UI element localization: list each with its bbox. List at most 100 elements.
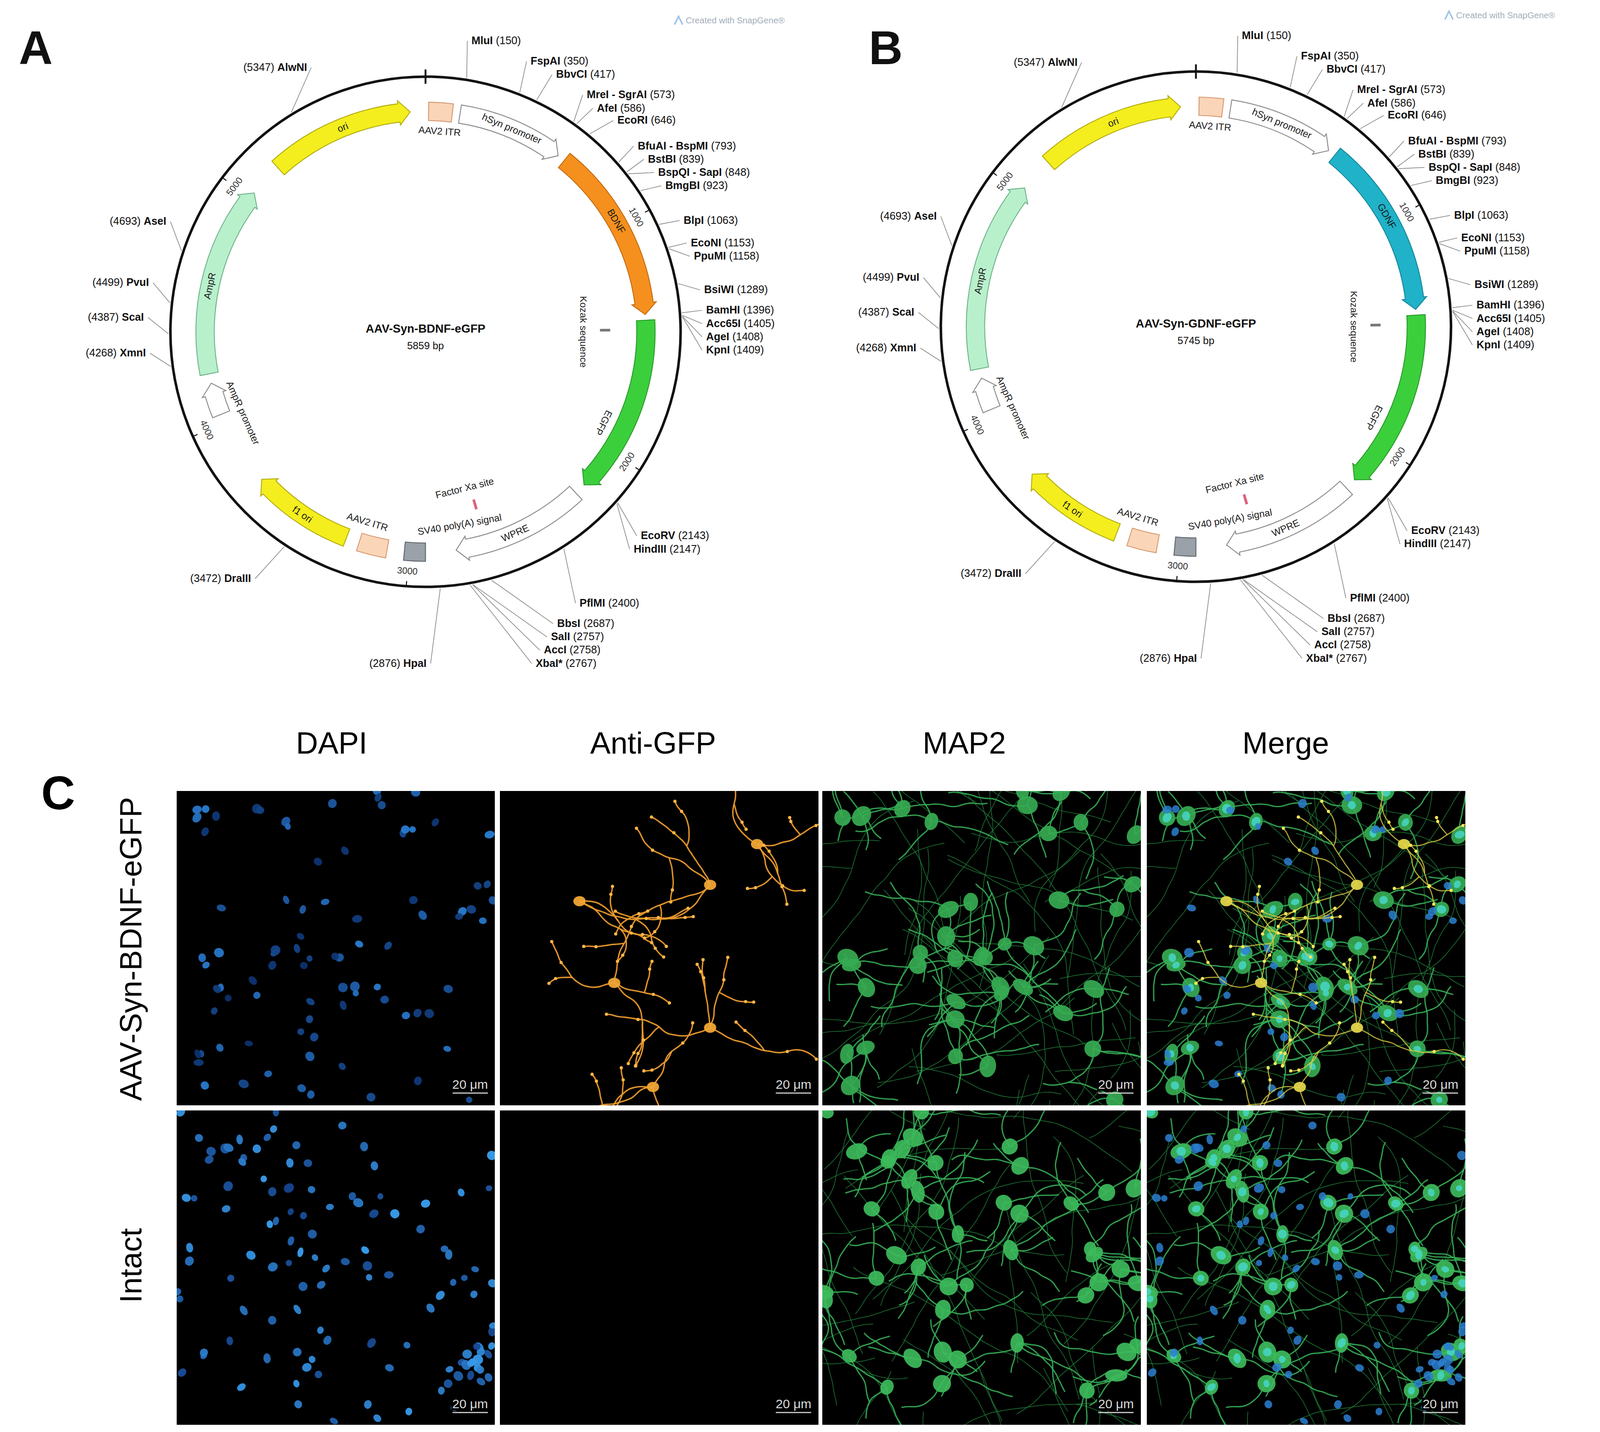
neuron-soma [1060,1193,1082,1214]
enzyme-name: Acc65I [1476,313,1511,324]
neuron-soma [899,1344,926,1372]
nucleus [1254,822,1262,831]
neuron-soma [1215,796,1239,821]
leader-line [1237,35,1239,73]
enzyme-name: AfeI [596,102,618,114]
gfp-punctum [669,900,673,904]
dendrite [1333,970,1388,1014]
leader-line [1387,498,1400,544]
site-position: (150) [1266,30,1292,41]
nucleus [451,1368,466,1383]
neurite [1425,853,1466,1028]
site-position: (1408) [1502,326,1534,337]
row-label: AAV-Syn-BDNF-eGFP [115,797,146,1101]
gfp-process [1257,886,1265,921]
nucleus [193,1058,204,1066]
restriction-site-label: BlpI(1063) [683,214,739,226]
leader-line [1439,237,1458,243]
gfp-punctum [1314,1001,1318,1005]
dendrite [1335,1250,1385,1292]
nucleus [255,805,265,815]
nucleus [250,1142,263,1155]
enzyme-name: PvuI [126,277,149,288]
neuron-soma [1216,1137,1238,1161]
nucleus [1237,1186,1248,1197]
gfp-punctum [621,1077,625,1082]
site-position: (848) [1495,161,1521,173]
nucleus [199,826,211,838]
site-position: (2757) [1343,626,1375,637]
site-position: (1289) [1507,279,1539,291]
feature-arrow [972,378,1000,413]
neurite [1238,900,1414,1047]
nucleus [1329,1244,1341,1256]
gfp-soma [750,838,764,850]
nucleus [482,1348,494,1360]
neurite [855,1117,959,1314]
neurite [1146,842,1269,1011]
gfp-punctum [1319,830,1323,835]
map2-somata [1146,1110,1466,1401]
nucleus [1317,1190,1328,1202]
neuron-soma [1072,812,1090,832]
scale-bar-label: 20 μm [451,1077,489,1091]
gfp-process [1196,977,1220,984]
leader-line [466,40,468,78]
gfp-punctum [1295,967,1299,971]
nucleus [236,1156,248,1168]
gfp-punctum [683,915,687,920]
nucleus [1256,1235,1266,1247]
neuron-soma [943,990,969,1013]
neurite [1371,1100,1396,1106]
dendrite [1417,967,1434,1049]
watermark: Created with SnapGene® [1456,11,1555,20]
gfp-punctum [1292,909,1297,913]
restriction-site-label: PflMI(2400) [1349,592,1410,604]
leader-line [682,316,703,350]
site-position: (646) [650,115,676,126]
nucleus [470,1264,480,1273]
nucleus [1370,824,1381,835]
nucleus [1256,1207,1266,1217]
nucleus [1295,1202,1305,1211]
gfp-punctum [1291,916,1296,920]
nucleus [1237,1314,1248,1325]
neuron-soma [1050,1001,1076,1025]
gfp-process [1315,916,1341,919]
gfp-punctum [1266,1066,1270,1070]
neuron-soma [970,944,991,968]
neuron-soma [912,1110,931,1121]
feature-arrow [1329,148,1427,310]
nucleus [1286,1325,1296,1335]
enzyme-name: MreI - SgrAI [1357,84,1418,96]
plasmid-backbone [170,76,681,587]
neuron-soma [1077,1380,1097,1400]
site-position: (586) [620,102,646,114]
gfp-process [710,1027,817,1059]
scale-tick [222,177,227,181]
map2-dendrites [1146,1110,1466,1425]
dendrite [1094,908,1118,960]
neuron-soma [1419,1180,1444,1205]
gfp-punctum [640,932,645,937]
scale-bar-label: 20 μm [1421,1077,1459,1091]
restriction-site-label: FspAI(350) [530,56,589,67]
micrograph-image [822,1110,1141,1425]
nucleus [448,1277,458,1287]
nucleus [347,1190,358,1202]
restriction-site-label: AccI(2758) [1314,639,1371,651]
gfp-punctum [1273,1061,1278,1066]
leader-line [616,503,630,549]
tick-label: 1000 [1397,200,1416,224]
gfp-punctum [673,799,677,803]
nucleus [1278,1229,1288,1239]
nucleus [454,912,464,920]
neuron-soma [838,1042,856,1066]
gfp-punctum [590,1072,594,1076]
nucleus [478,917,487,924]
neuron-soma [933,1298,953,1321]
site-position: (1405) [743,318,775,329]
gfp-punctum [1399,1000,1403,1004]
restriction-site-label: FspAI(350) [1300,50,1359,62]
dendrite [1189,891,1273,910]
